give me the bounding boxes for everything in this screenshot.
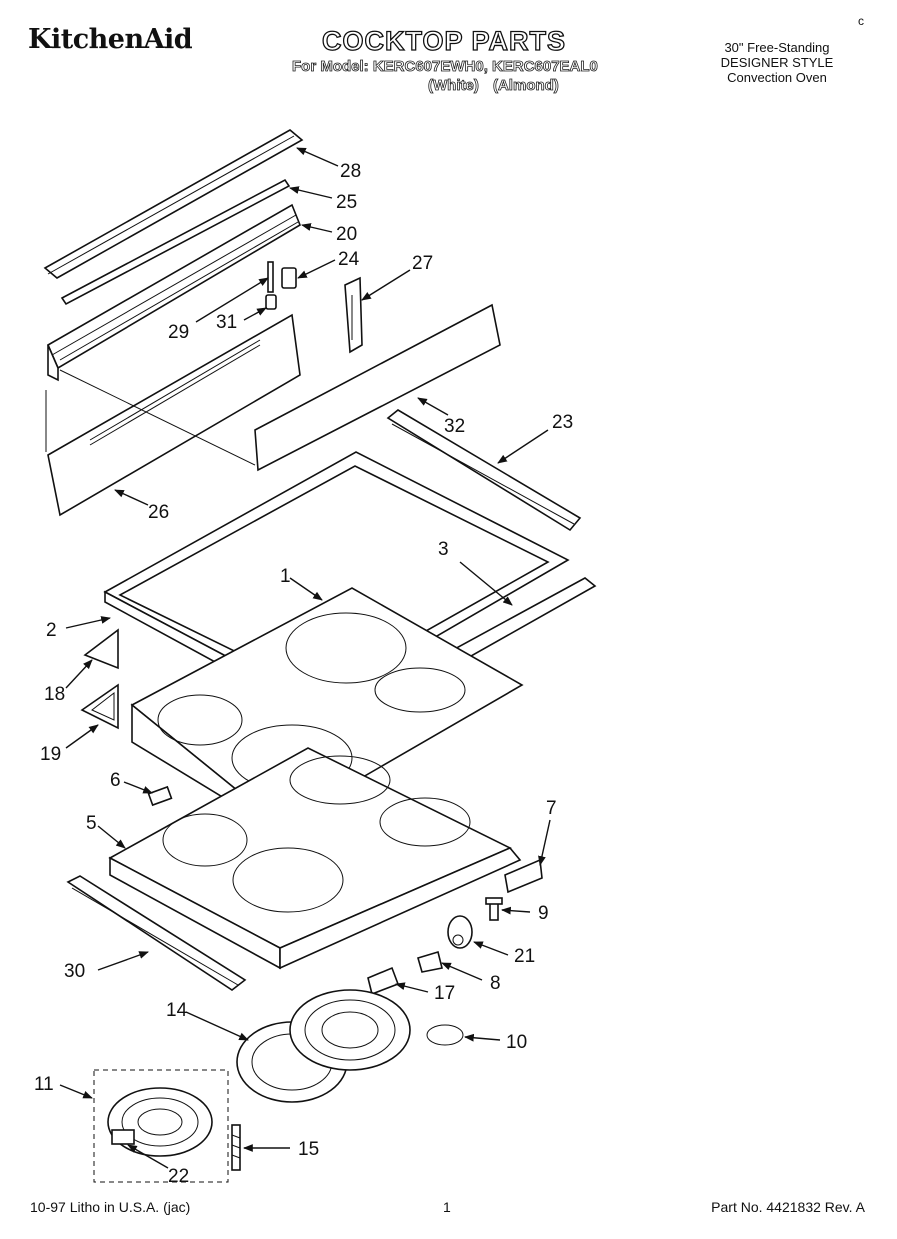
callout-1: 1 <box>280 566 291 587</box>
part-26-back-panel <box>45 313 301 517</box>
footer-part-number: Part No. 4421832 Rev. A <box>711 1199 865 1215</box>
model-line: For Model: KERC607EWH0, KERC607EAL0 <box>292 58 599 76</box>
callout-5: 5 <box>86 813 97 834</box>
part-24-bracket <box>281 267 297 289</box>
corner-mark: c <box>858 14 864 28</box>
leader-lines <box>59 147 551 1169</box>
callout-6: 6 <box>110 770 121 791</box>
callout-3: 3 <box>438 539 449 560</box>
part-29-pin <box>267 261 274 293</box>
callout-7: 7 <box>546 798 557 819</box>
part-5-burner-box <box>108 747 522 970</box>
part-28-trim-strip <box>43 129 304 279</box>
part-25-rod <box>60 178 291 306</box>
callout-28: 28 <box>340 161 361 182</box>
callout-11: 11 <box>34 1074 54 1095</box>
brand-logo: KitchenAid <box>28 24 193 55</box>
callout-32: 32 <box>444 416 465 437</box>
callout-17: 17 <box>434 983 455 1004</box>
part-21-switch <box>447 915 473 949</box>
callout-29: 29 <box>168 322 189 343</box>
callout-8: 8 <box>490 973 501 994</box>
part-17-terminal-block <box>367 966 400 996</box>
description-line-2: DESIGNER STYLE <box>720 55 834 70</box>
callout-27: 27 <box>412 253 433 274</box>
callout-25: 25 <box>336 192 357 213</box>
part-20-control-panel <box>46 203 301 382</box>
part-31-spacer <box>265 294 277 310</box>
part-11-small-element <box>93 1069 229 1183</box>
callout-26: 26 <box>148 502 169 523</box>
callout-24: 24 <box>338 249 360 270</box>
part-22-connector <box>111 1129 135 1145</box>
part-8-bracket <box>417 950 443 973</box>
part-27-end-bracket <box>344 276 363 354</box>
part-10-terminal <box>426 1024 464 1046</box>
part-18-indicator-lens <box>83 628 119 670</box>
callout-14: 14 <box>166 1000 188 1021</box>
callout-15: 15 <box>298 1139 319 1160</box>
part-23-side-trim <box>386 409 582 532</box>
footer-litho-note: 10-97 Litho in U.S.A. (jac) <box>30 1199 191 1215</box>
callout-22: 22 <box>168 1166 189 1187</box>
part-14-surface-element <box>236 989 411 1103</box>
callout-10: 10 <box>506 1032 527 1053</box>
callout-31: 31 <box>216 312 237 333</box>
color-line: (White) (Almond) <box>428 77 560 95</box>
part-7-channel <box>504 858 543 894</box>
part-19-lens-gasket <box>80 683 119 730</box>
part-6-clip <box>147 785 173 807</box>
callout-18: 18 <box>44 684 65 705</box>
callout-30: 30 <box>64 961 85 982</box>
page-title: COCKTOP PARTS <box>321 25 567 56</box>
footer-page-number: 1 <box>443 1199 451 1215</box>
callout-9: 9 <box>538 903 549 924</box>
callout-23: 23 <box>552 412 573 433</box>
description-line-1: 30" Free-Standing <box>724 40 830 55</box>
callout-19: 19 <box>40 744 61 765</box>
part-32-glass-panel <box>254 303 501 472</box>
part-30-front-trim <box>66 875 247 991</box>
part-9-screw <box>485 897 503 921</box>
callout-2: 2 <box>46 620 57 641</box>
description-line-3: Convection Oven <box>727 70 827 85</box>
callout-21: 21 <box>514 946 535 967</box>
callout-20: 20 <box>336 224 357 245</box>
part-15-spring <box>231 1124 241 1171</box>
